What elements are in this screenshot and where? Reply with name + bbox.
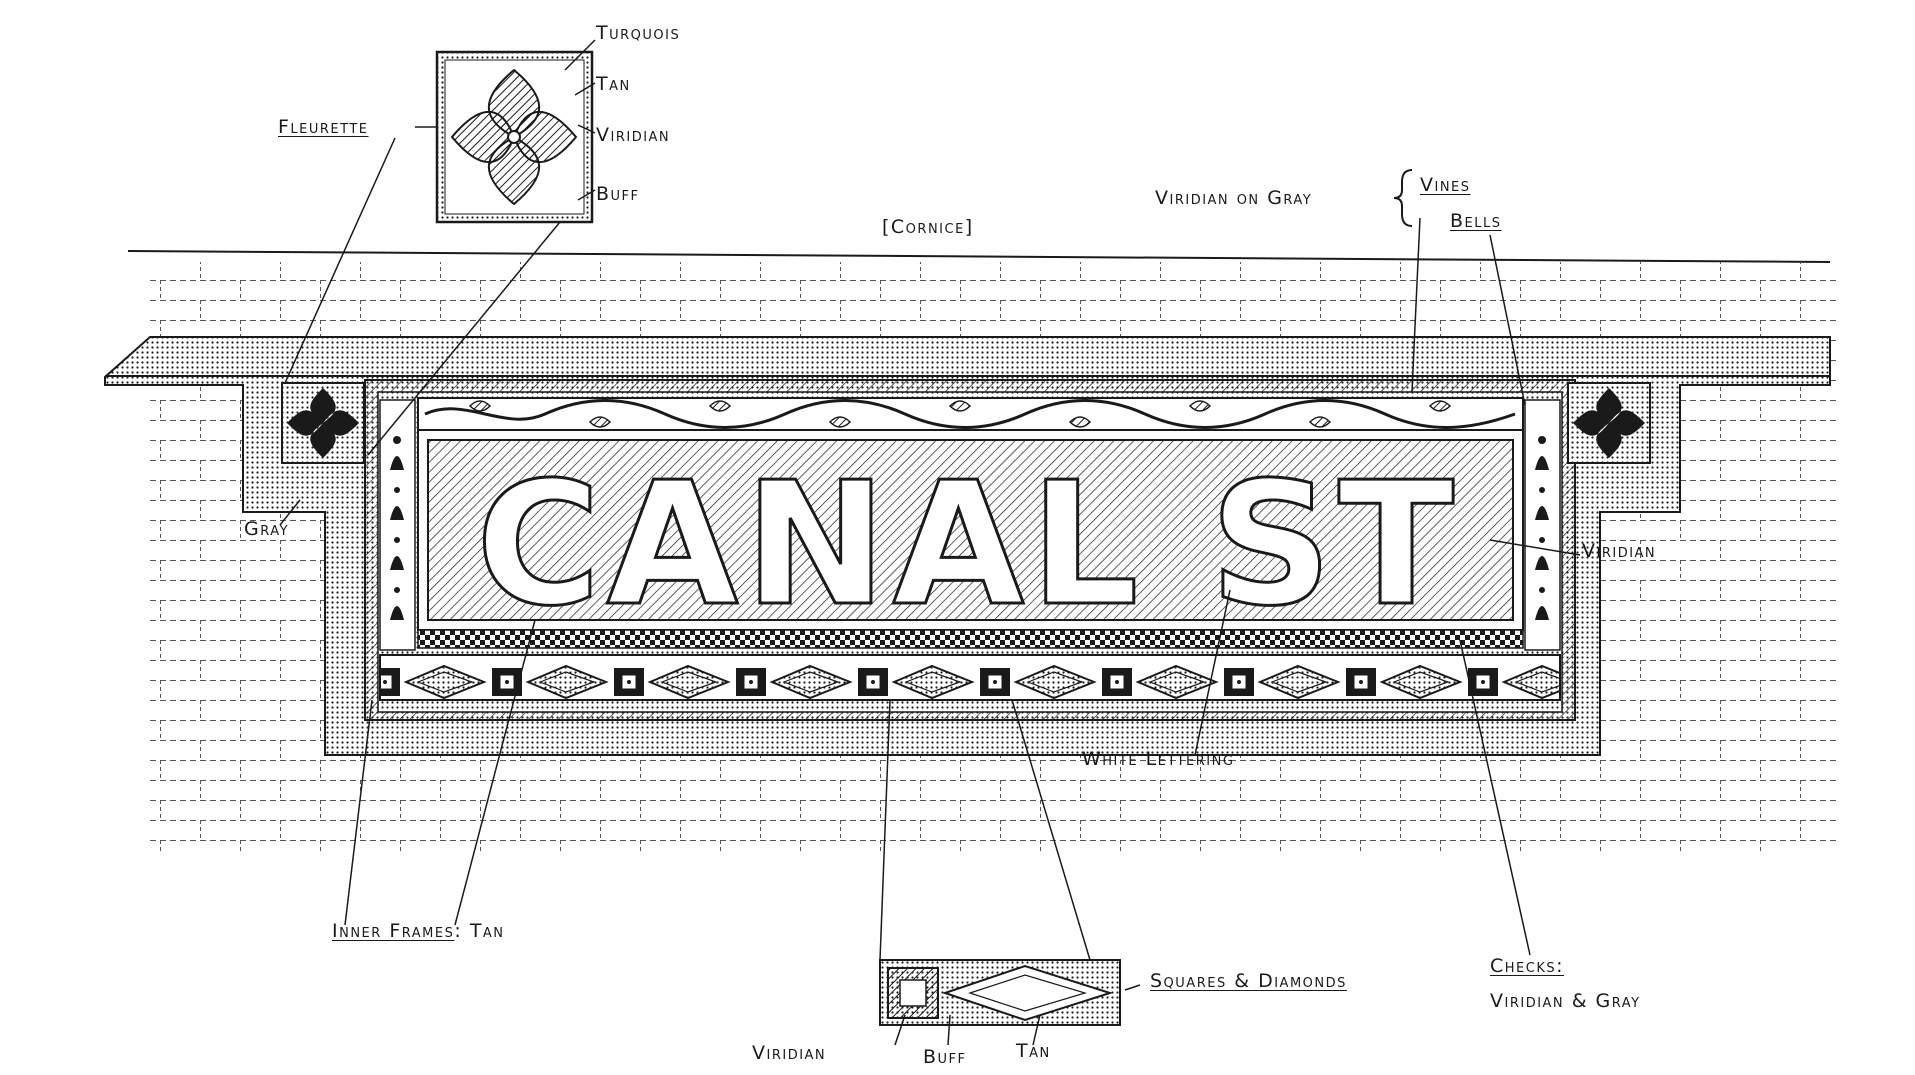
label-tan-top: Tan — [596, 73, 631, 95]
squares-diamonds-detail — [879, 959, 1121, 1026]
label-viridian-bottom: Viridian — [752, 1042, 827, 1064]
label-bells: Bells — [1450, 210, 1502, 232]
label-viridian-right: Viridian — [1582, 540, 1657, 562]
label-buff-bottom: Buff — [923, 1046, 967, 1068]
label-viridian-on-gray: Viridian on Gray — [1155, 187, 1313, 209]
checks-band — [417, 629, 1524, 649]
label-tan-bottom: Tan — [1016, 1040, 1051, 1062]
label-inner-frames-value: Tan — [469, 920, 505, 942]
sign-panel: CANAL ST — [417, 429, 1524, 646]
label-cornice: [Cornice] — [882, 216, 974, 238]
label-white-lettering: White Lettering — [1082, 748, 1235, 770]
label-checks-value: Viridian & Gray — [1490, 990, 1641, 1012]
fleurette-detail — [435, 50, 594, 224]
fleurette-right — [1567, 382, 1651, 464]
label-vines: Vines — [1420, 174, 1471, 196]
cornice — [127, 250, 1831, 263]
label-inner-frames: Inner Frames: Tan — [332, 920, 505, 942]
label-fleurette: Fleurette — [278, 116, 369, 138]
squares-diamonds-band — [379, 654, 1561, 701]
bells-left — [379, 399, 416, 651]
leader-lines — [279, 39, 1581, 1046]
sign-lettering: CANAL ST — [476, 446, 1460, 644]
label-buff-top: Buff — [596, 183, 640, 205]
label-checks: Checks: — [1490, 955, 1565, 977]
label-inner-frames-title: Inner Frames — [332, 920, 455, 942]
label-inner-frames-colon: : — [454, 920, 470, 942]
label-turquois: Turquois — [596, 22, 681, 44]
fleurette-left — [281, 382, 365, 464]
label-viridian-top: Viridian — [596, 124, 671, 146]
label-gray: Gray — [244, 518, 290, 540]
vines-bells-brace — [1393, 169, 1413, 227]
bells-right — [1524, 399, 1561, 651]
label-squares-diamonds: Squares & Diamonds — [1150, 970, 1347, 992]
vines-frieze — [417, 397, 1524, 431]
